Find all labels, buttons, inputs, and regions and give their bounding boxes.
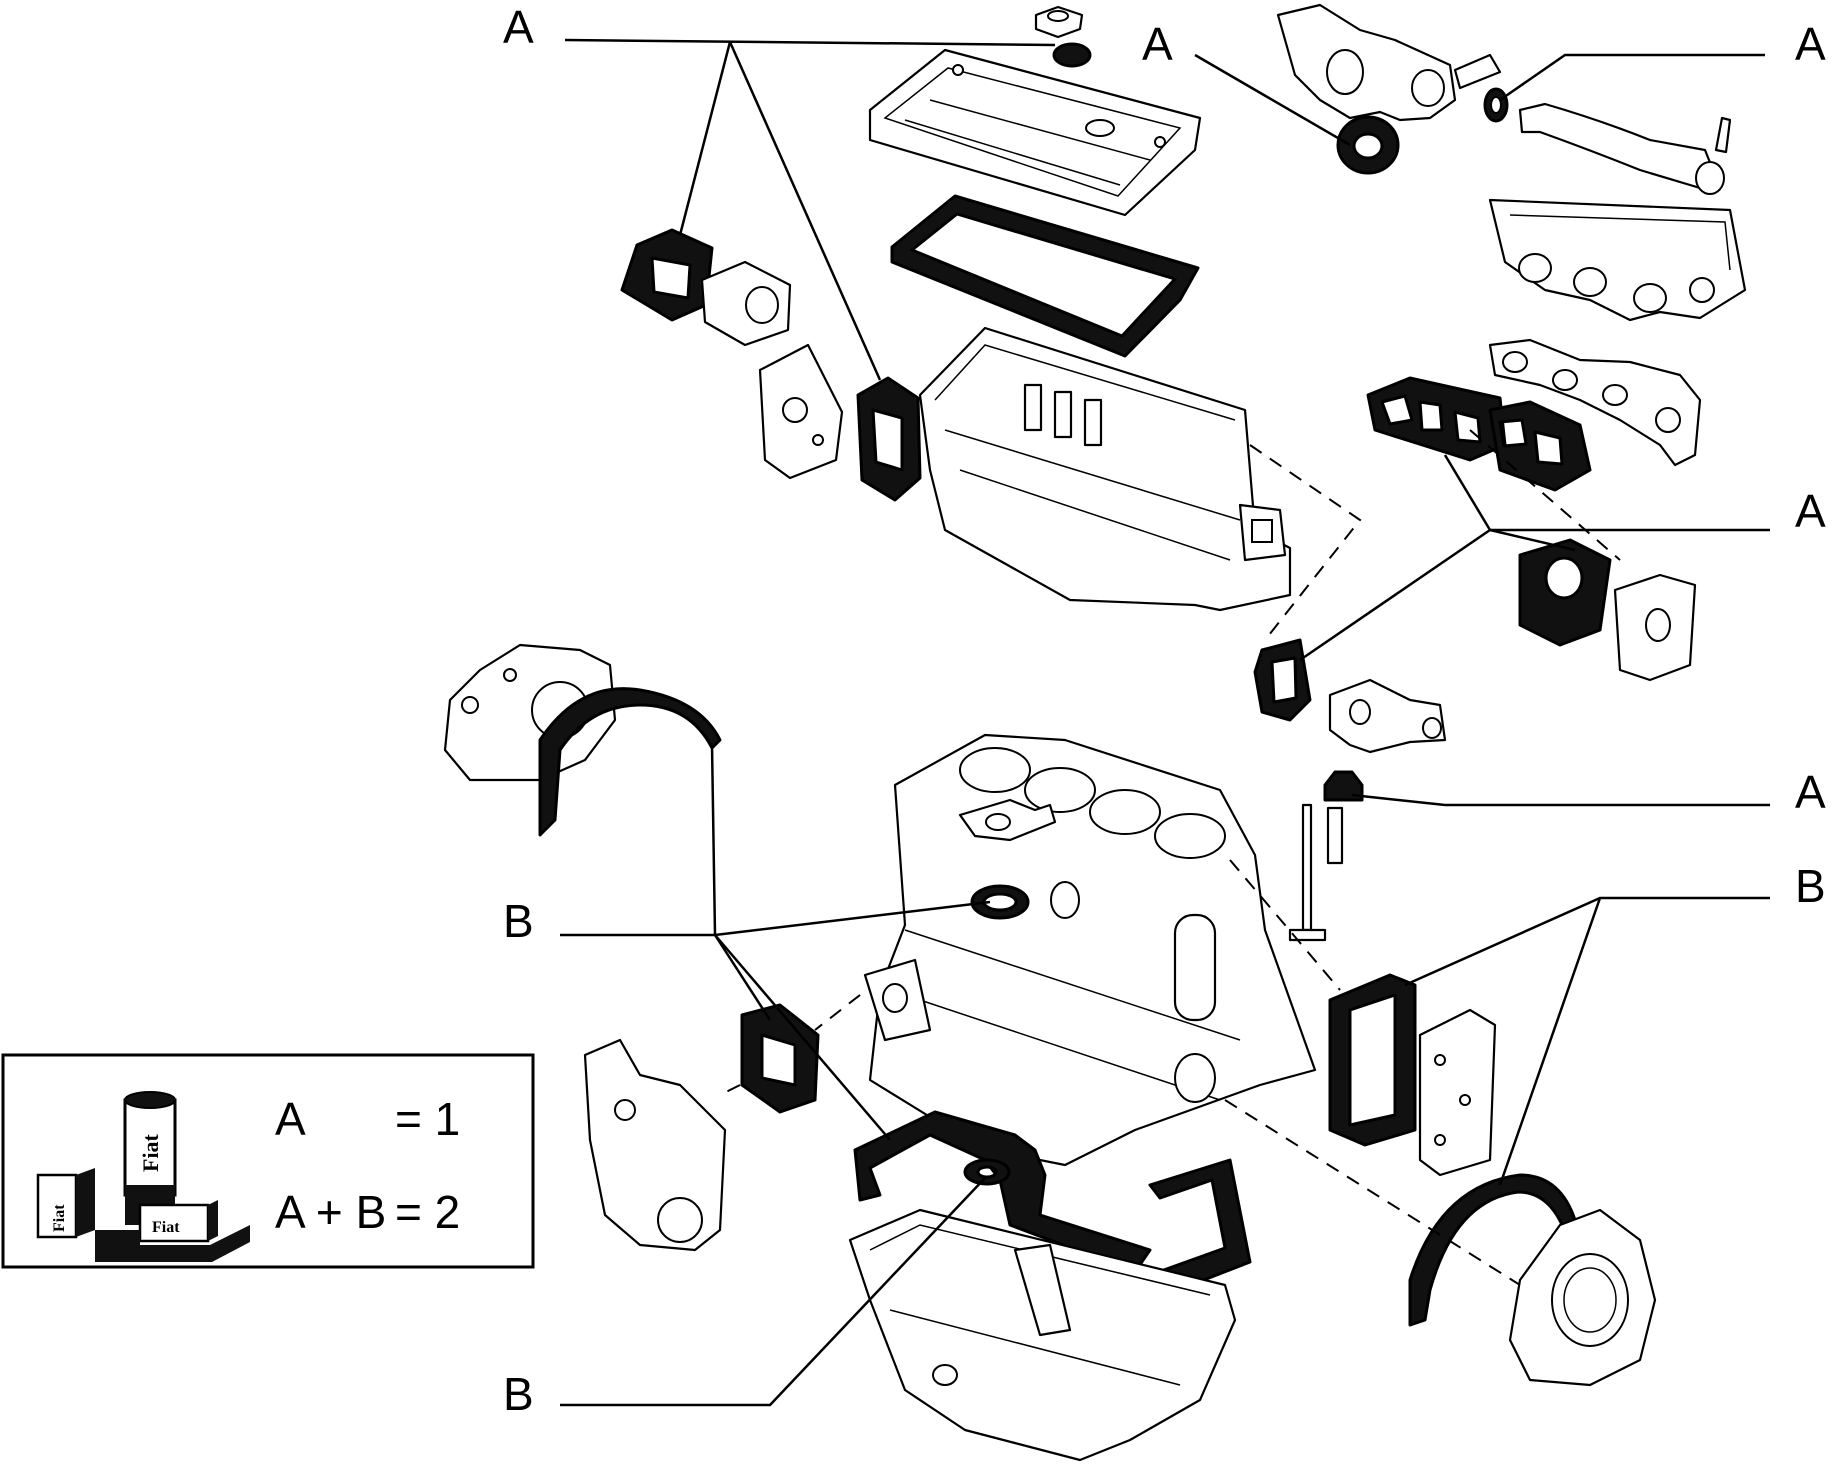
legend-row2-key: A + B xyxy=(275,1186,386,1238)
side-cover-plate xyxy=(758,343,844,480)
intake-manifold-gasket xyxy=(1366,376,1507,462)
fuel-pump-spacer xyxy=(958,798,1057,842)
side-plate-gasket-upper xyxy=(620,228,714,322)
thermostat-housing xyxy=(1276,3,1502,122)
sump-drain-washer xyxy=(963,1158,1011,1186)
rocker-cover xyxy=(868,48,1202,217)
side-cover-gasket xyxy=(856,376,922,502)
fuel-pump-seal xyxy=(970,884,1030,920)
exhaust-manifold xyxy=(1488,338,1702,467)
carburettor-flange-gasket xyxy=(1518,538,1612,647)
right-box-brand-label: Fiat xyxy=(152,1219,180,1236)
callout-b-bottom: B xyxy=(503,1368,534,1420)
front-case-gasket xyxy=(538,687,722,837)
rocker-cover-gasket xyxy=(890,194,1200,358)
gasket-pack-box-icon-left: Fiat xyxy=(36,1168,95,1239)
water-pump-gasket xyxy=(740,1003,820,1114)
gasket-pack-box-icon-right: Fiat xyxy=(138,1200,218,1243)
callout-a-mid-right: A xyxy=(1795,485,1826,537)
water-pipe xyxy=(1518,102,1732,195)
thermostat-gasket xyxy=(1336,115,1400,175)
callout-a-lower-right: A xyxy=(1795,766,1826,818)
water-pump-body xyxy=(583,1038,727,1252)
cylinder-head xyxy=(918,326,1292,612)
water-outlet-fitting xyxy=(1328,678,1447,754)
callout-a-top-left: A xyxy=(503,1,534,53)
can-brand-label: Fiat xyxy=(138,1133,163,1172)
filler-cap-seal xyxy=(1052,42,1092,68)
legend-row1-value: = 1 xyxy=(395,1093,460,1145)
callout-b-right: B xyxy=(1795,860,1826,912)
legend-row2-value: = 2 xyxy=(395,1186,460,1238)
intake-manifold xyxy=(1488,198,1747,322)
left-box-brand-label: Fiat xyxy=(51,1204,68,1232)
oil-filler-cap xyxy=(1034,5,1084,39)
cylinder-block xyxy=(863,733,1317,1167)
legend-arrow-icon xyxy=(95,1225,250,1262)
valve-stem-seal xyxy=(1323,770,1364,802)
callout-a-top-center: A xyxy=(1142,18,1173,70)
front-timing-case xyxy=(443,643,617,782)
callout-a-top-right: A xyxy=(1795,18,1826,70)
carburettor-adapter xyxy=(1613,573,1697,682)
rear-cover-plate xyxy=(1418,1008,1497,1177)
valve-guide xyxy=(1326,806,1344,865)
leader-lines xyxy=(560,38,1770,1407)
valve xyxy=(1288,803,1327,942)
alignment-lines xyxy=(719,429,1621,1286)
exhaust-manifold-gasket xyxy=(1488,400,1592,492)
distributor-flange xyxy=(700,260,792,347)
oil-sump xyxy=(848,1208,1237,1462)
callout-b-left: B xyxy=(503,895,534,947)
water-outlet-gasket xyxy=(1253,638,1312,722)
legend-box: Fiat Fiat Fiat A = 1 A + B = 2 xyxy=(1,1053,535,1269)
rear-plate-gasket xyxy=(1328,973,1417,1147)
rear-seal-carrier xyxy=(1508,1208,1657,1387)
legend-row1-key: A xyxy=(275,1093,306,1145)
